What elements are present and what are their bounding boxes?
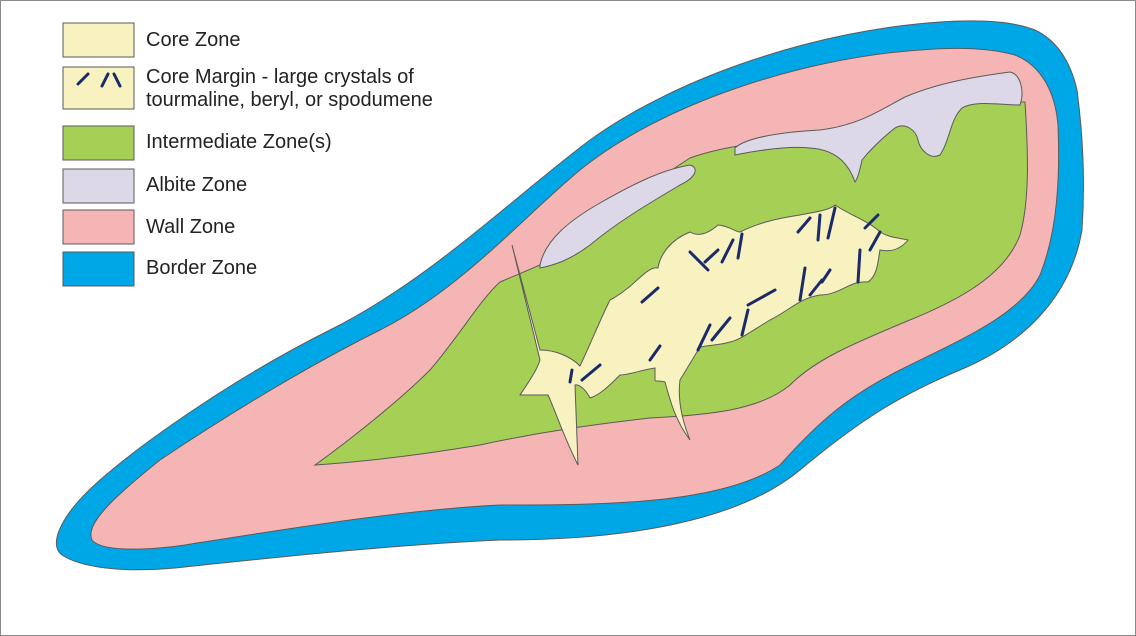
crystal-1 <box>570 370 572 382</box>
legend-swatch-albite <box>63 169 134 203</box>
legend-label-core-zone: Core Zone <box>146 29 241 52</box>
legend-label-border-zone: Border Zone <box>146 257 257 280</box>
legend-swatch-intermediate <box>63 126 134 160</box>
legend-swatch-core <box>63 23 134 57</box>
legend-swatches <box>63 23 134 286</box>
legend-swatch-wall <box>63 210 134 244</box>
legend-swatch-core-margin <box>63 67 134 109</box>
crystal-19 <box>858 250 860 282</box>
crystal-14 <box>818 215 820 240</box>
legend-label-intermediate-zone: Intermediate Zone(s) <box>146 131 332 154</box>
legend-label-wall-zone: Wall Zone <box>146 216 235 239</box>
legend-label-core-margin: Core Margin - large crystals of tourmali… <box>146 66 433 112</box>
legend-swatch-border <box>63 252 134 286</box>
legend-label-albite-zone: Albite Zone <box>146 174 247 197</box>
